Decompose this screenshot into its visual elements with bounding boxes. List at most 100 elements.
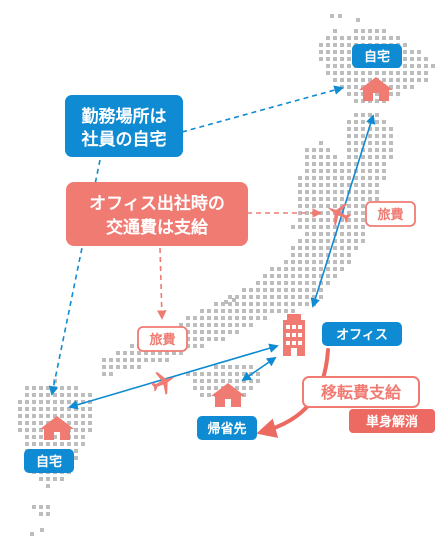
map-dot [326,36,330,40]
map-dot [340,162,344,166]
map-dot [375,36,379,40]
map-dot [263,274,267,278]
map-dot [186,330,190,334]
map-dot [298,288,302,292]
map-dot [74,414,78,418]
map-dot [312,239,316,243]
map-dot [354,197,358,201]
map-dot [340,78,344,82]
map-dot [305,253,309,257]
house-icon [211,383,245,407]
map-dot [340,260,344,264]
map-dot [347,71,351,75]
map-dot [221,330,225,334]
map-dot [354,99,358,103]
map-dot [305,260,309,264]
map-dot [67,442,71,446]
map-dot [368,148,372,152]
map-dot [347,78,351,82]
map-dot [25,400,29,404]
map-dot [312,246,316,250]
map-dot [319,246,323,250]
map-dot [340,183,344,187]
map-dot [368,190,372,194]
map-dot [53,477,57,481]
map-dot [123,365,127,369]
map-dot [382,120,386,124]
map-dot [410,85,414,89]
map-dot [326,211,330,215]
map-dot [263,288,267,292]
map-dot [298,176,302,180]
map-dot [81,428,85,432]
map-dot [74,456,78,460]
map-dot [46,512,50,516]
map-dot [347,239,351,243]
map-dot [333,50,337,54]
map-dot [207,309,211,313]
map-dot [305,190,309,194]
airplane-icon [327,203,352,226]
map-dot [354,155,358,159]
map-dot [312,183,316,187]
map-dot [39,393,43,397]
map-dot [333,246,337,250]
map-dot [298,225,302,229]
map-dot [354,29,358,33]
map-dot [74,428,78,432]
map-dot [333,71,337,75]
map-dot [60,386,64,390]
map-dot [39,421,43,425]
map-dot [200,330,204,334]
map-dot [270,309,274,313]
map-dot [319,204,323,208]
map-dot [396,85,400,89]
map-dot [396,92,400,96]
map-dot [361,155,365,159]
map-dot [298,190,302,194]
map-dot [333,183,337,187]
home-north-badge: 自宅 [352,44,402,68]
map-dot [375,134,379,138]
map-dot [158,358,162,362]
map-dot [375,155,379,159]
map-dot [326,64,330,68]
map-dot [46,442,50,446]
map-dot [347,85,351,89]
map-dot [32,442,36,446]
map-dot [319,197,323,201]
map-dot [347,148,351,152]
map-dot [354,120,358,124]
map-dot [333,197,337,201]
map-dot [200,316,204,320]
map-dot [67,400,71,404]
map-dot [340,232,344,236]
map-dot [319,155,323,159]
map-dot [46,484,50,488]
map-dot [410,64,414,68]
map-dot [46,400,50,404]
map-dot [326,232,330,236]
map-dot [277,309,281,313]
map-dot [74,435,78,439]
map-dot [375,71,379,75]
map-dot [46,414,50,418]
map-dot [361,127,365,131]
map-dot [333,155,337,159]
map-dot [319,169,323,173]
map-dot [354,148,358,152]
map-dot [32,393,36,397]
map-dot [256,295,260,299]
map-dot [368,141,372,145]
map-dot [361,120,365,124]
home-south-badge: 自宅 [24,449,74,473]
map-dot [347,232,351,236]
dashed-line-home-north [181,85,344,133]
map-dot [375,176,379,180]
map-dot [186,323,190,327]
map-dot [81,393,85,397]
map-dot [333,267,337,271]
map-dot [116,358,120,362]
map-dot [382,36,386,40]
